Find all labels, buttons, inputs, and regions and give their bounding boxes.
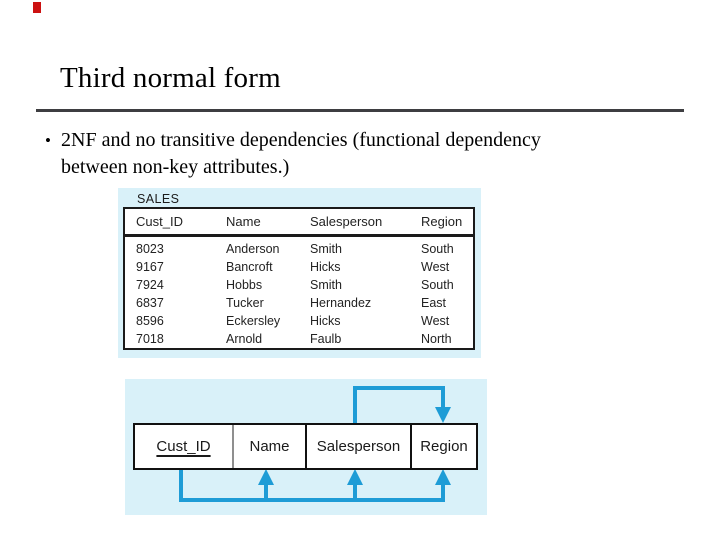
cell: 8596 (136, 313, 164, 328)
table-row: 7924 Hobbs Smith South (124, 276, 474, 294)
table-row: 8596 Eckersley Hicks West (124, 312, 474, 330)
column-header: Region (421, 208, 474, 237)
dependency-diagram-panel: Cust_ID Name Salesperson Region (125, 379, 487, 515)
cell: West (421, 313, 450, 328)
cell: Faulb (310, 331, 342, 346)
cell: 7018 (136, 331, 164, 346)
table-row: 8023 Anderson Smith South (124, 235, 474, 258)
cell: 7924 (136, 277, 164, 292)
field-box-region: Region (410, 425, 476, 468)
arrowhead-up-salesperson (347, 469, 363, 485)
arrowhead-up-region (435, 469, 451, 485)
bullet-glyph: • (45, 131, 51, 150)
field-box-salesperson: Salesperson (305, 425, 410, 468)
cell: South (421, 277, 454, 292)
arrow-salesperson-to-region (353, 386, 445, 423)
cell: West (421, 259, 450, 274)
column-header: Cust_ID (124, 208, 226, 237)
cell: Anderson (226, 241, 280, 256)
cell: Tucker (226, 295, 264, 310)
table-row: 9167 Bancroft Hicks West (124, 258, 474, 276)
cell: 8023 (136, 241, 164, 256)
table-row: 7018 Arnold Faulb North (124, 330, 474, 349)
arrowhead-up-name (258, 469, 274, 485)
arrow-custid-trunk (179, 470, 445, 502)
column-header: Salesperson (310, 208, 421, 237)
cell: Smith (310, 241, 342, 256)
cell: East (421, 295, 447, 310)
sales-table: Cust_ID Name Salesperson Region 8023 And… (123, 207, 475, 350)
cell: Bancroft (226, 259, 273, 274)
cell: Hicks (310, 313, 341, 328)
red-marker (33, 2, 41, 13)
cell: Hicks (310, 259, 341, 274)
cell: 6837 (136, 295, 164, 310)
cell: North (421, 331, 452, 346)
table-row: 6837 Tucker Hernandez East (124, 294, 474, 312)
table-title: SALES (137, 192, 180, 206)
cell: Smith (310, 277, 342, 292)
page-title: Third normal form (60, 62, 281, 94)
sales-table-panel: SALES Cust_ID Name Salesperson Region 80… (118, 188, 481, 358)
column-header: Name (226, 208, 310, 237)
cell: South (421, 241, 454, 256)
field-box-custid: Cust_ID (156, 438, 211, 455)
arrowhead-down-region (435, 407, 451, 423)
cell: 9167 (136, 259, 164, 274)
dependency-arrows (179, 386, 451, 502)
cell: Hobbs (226, 277, 263, 292)
cell: Hernandez (310, 295, 372, 310)
cell: Eckersley (226, 313, 281, 328)
cell: Arnold (226, 331, 263, 346)
title-divider (36, 109, 684, 112)
field-box-name: Name (232, 425, 305, 468)
bullet-item: • 2NF and no transitive dependencies (fu… (45, 127, 653, 181)
table-header-row: Cust_ID Name Salesperson Region (124, 208, 474, 237)
bullet-text: 2NF and no transitive dependencies (func… (61, 129, 541, 178)
field-row: Cust_ID Name Salesperson Region (133, 423, 478, 470)
